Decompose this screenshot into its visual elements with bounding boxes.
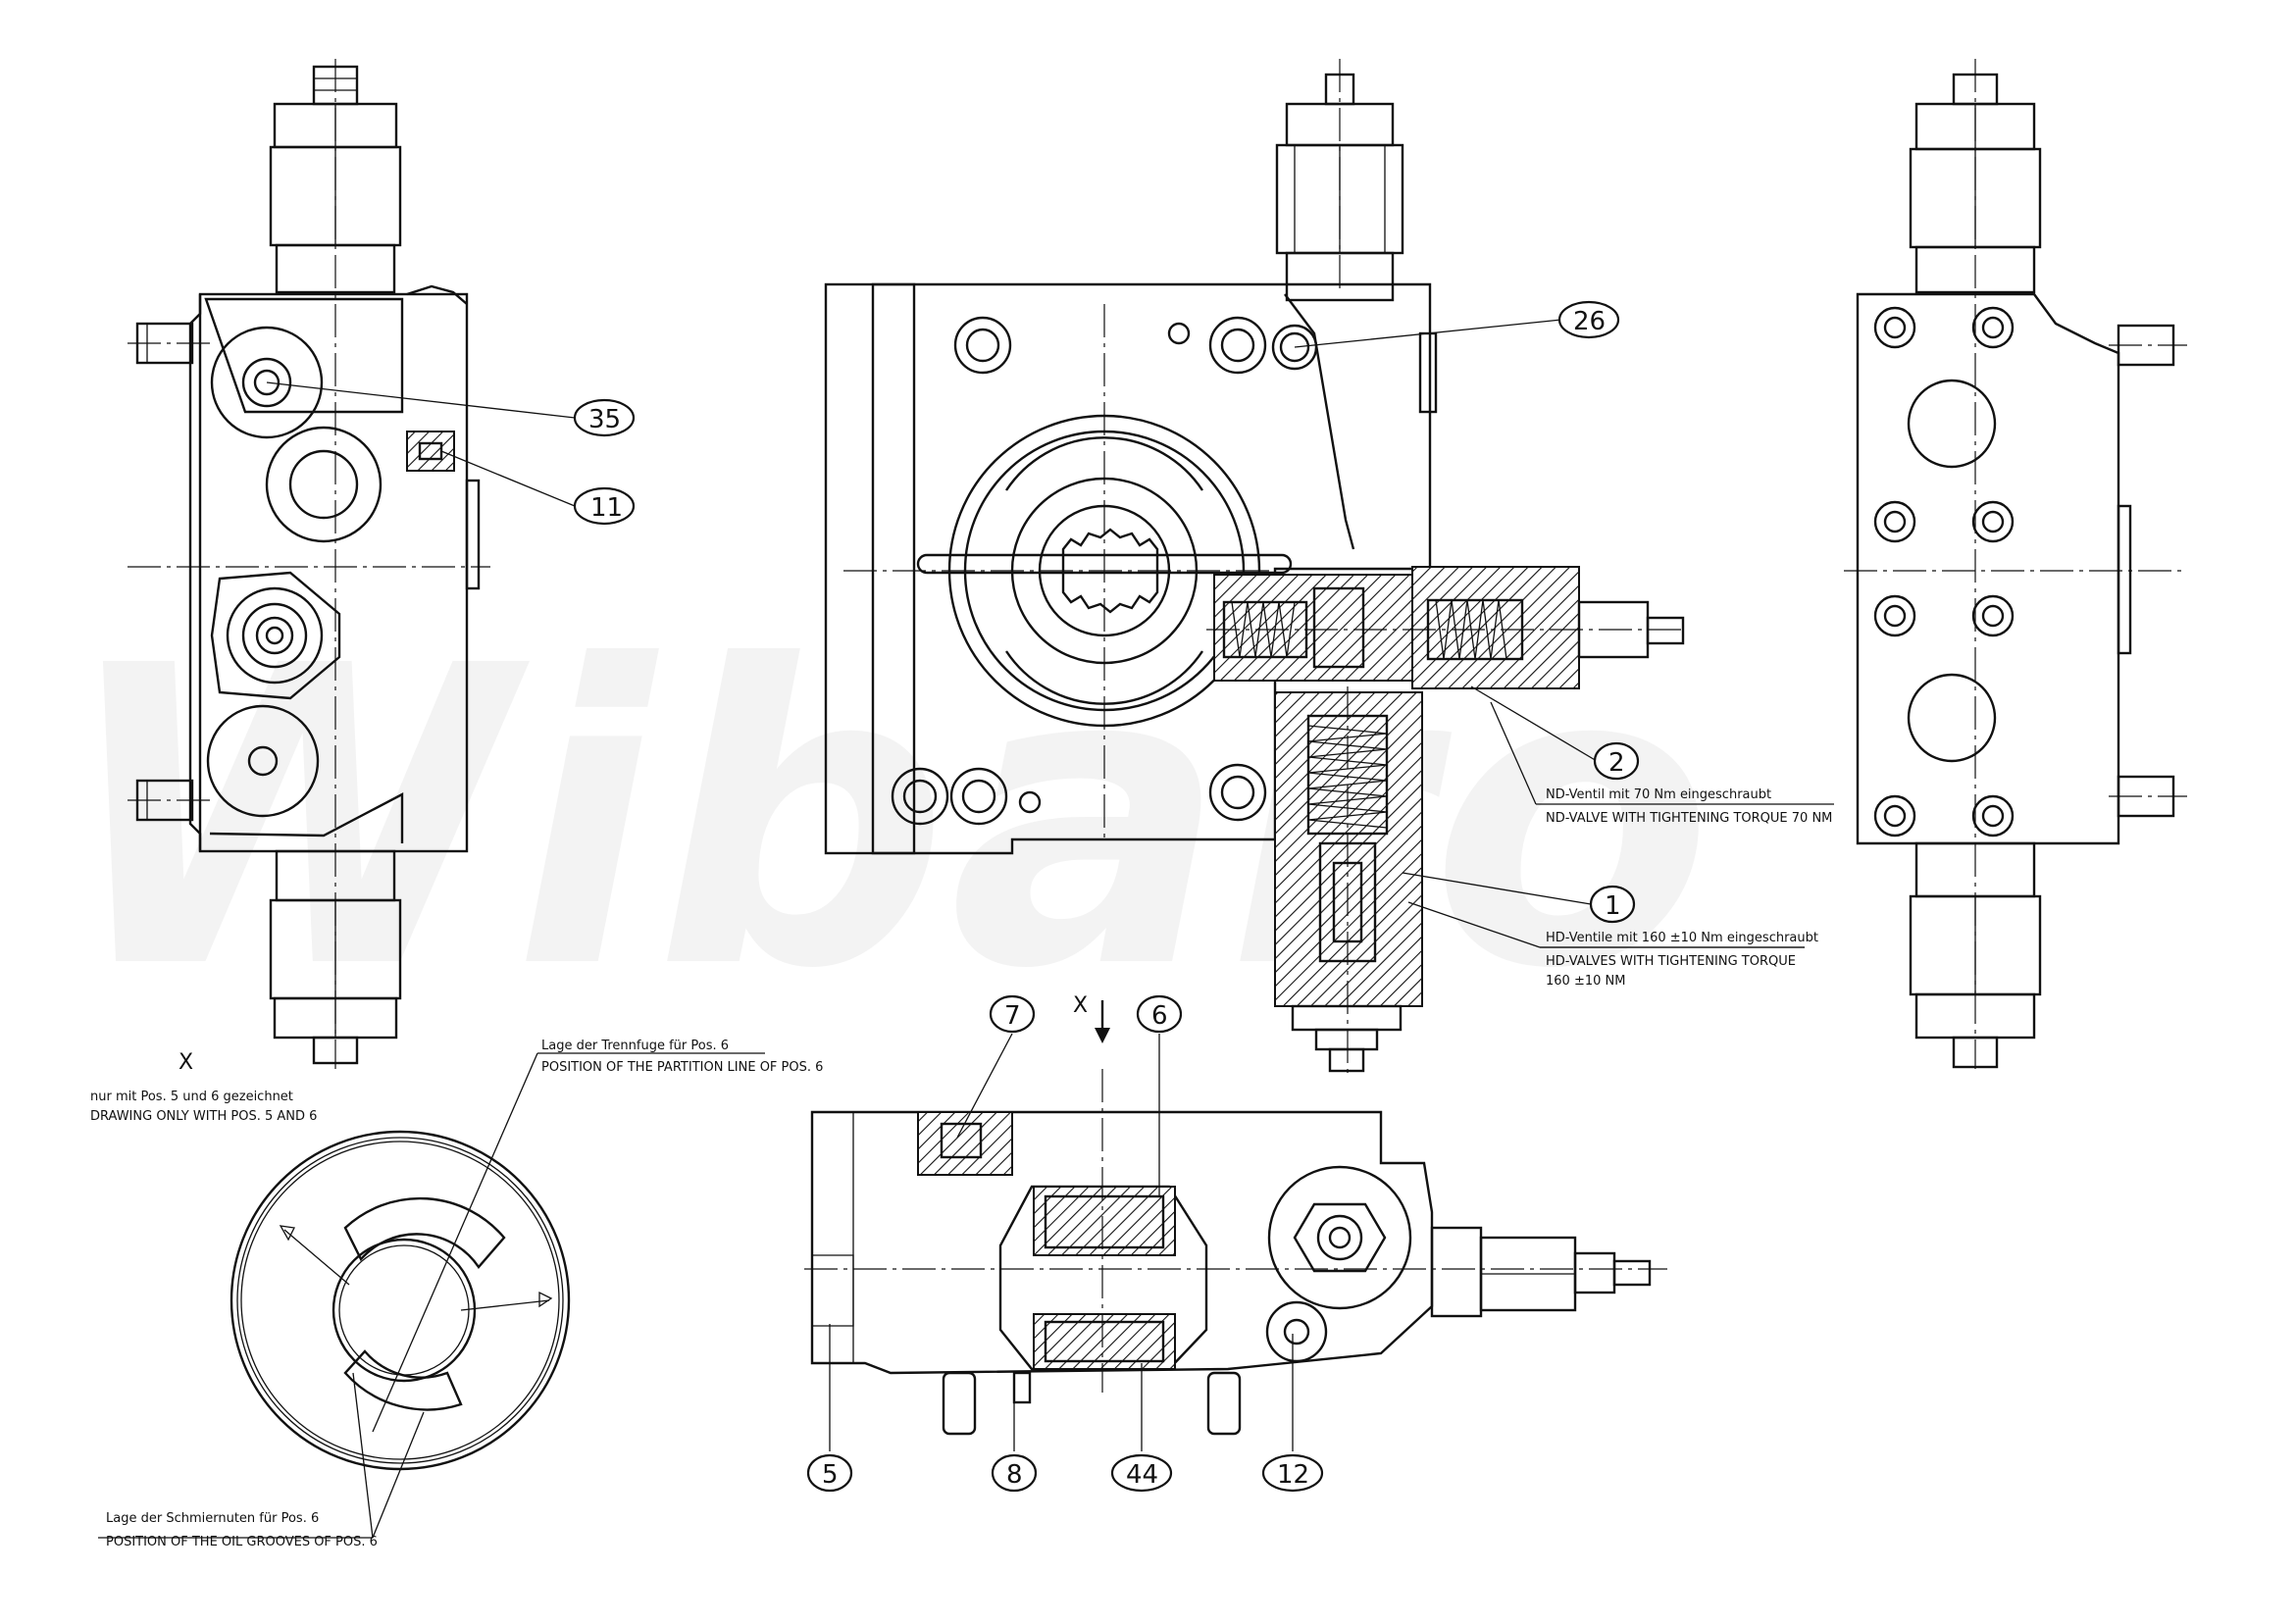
detail-view-x: X nur mit Pos. 5 und 6 gezeichnet DRAWIN… [90, 1039, 823, 1549]
view-x-label: X [179, 1050, 193, 1075]
grooves-note-de: Lage der Schmiernuten für Pos. 6 [106, 1511, 319, 1526]
balloon-5: 5 [806, 1453, 853, 1493]
balloon-7: 7 [989, 994, 1036, 1034]
bottom-view: X [804, 993, 1667, 1436]
svg-text:7: 7 [1004, 1001, 1021, 1031]
balloon-35: 35 [573, 398, 636, 437]
nd-note-en: ND-VALVE WITH TIGHTENING TORQUE 70 NM [1546, 811, 1832, 826]
x-note-en: DRAWING ONLY WITH POS. 5 AND 6 [90, 1109, 317, 1124]
partition-note-de: Lage der Trennfuge für Pos. 6 [541, 1039, 729, 1053]
left-side-view [128, 59, 490, 1069]
balloon-44: 44 [1110, 1453, 1173, 1493]
leader-lines [266, 319, 1834, 1451]
balloon-1: 1 [1589, 885, 1636, 924]
svg-text:6: 6 [1151, 1001, 1168, 1031]
bolt-holes [891, 316, 1318, 826]
balloon-2: 2 [1593, 741, 1640, 781]
svg-text:35: 35 [588, 405, 621, 434]
svg-text:8: 8 [1006, 1460, 1023, 1490]
nd-note-de: ND-Ventil mit 70 Nm eingeschraubt [1546, 787, 1771, 802]
svg-text:1: 1 [1605, 891, 1621, 921]
x-note-de: nur mit Pos. 5 und 6 gezeichnet [90, 1090, 293, 1104]
svg-text:2: 2 [1608, 748, 1625, 778]
balloon-12: 12 [1261, 1453, 1324, 1493]
grooves-note-en: POSITION OF THE OIL GROOVES OF POS. 6 [106, 1535, 378, 1549]
valve-notes: ND-Ventil mit 70 Nm eingeschraubt ND-VAL… [1540, 787, 1832, 989]
front-view [824, 59, 1687, 1079]
svg-text:44: 44 [1126, 1460, 1158, 1490]
partition-note-en: POSITION OF THE PARTITION LINE OF POS. 6 [541, 1060, 823, 1075]
svg-text:12: 12 [1277, 1460, 1309, 1490]
hd-note-de: HD-Ventile mit 160 ±10 Nm eingeschraubt [1546, 931, 1818, 945]
svg-text:11: 11 [590, 493, 623, 523]
balloon-8: 8 [991, 1453, 1038, 1493]
balloon-11: 11 [573, 486, 636, 526]
hd-note-en2: 160 ±10 NM [1546, 974, 1625, 989]
view-arrow-label: X [1073, 993, 1088, 1018]
balloon-26: 26 [1557, 300, 1620, 339]
svg-text:26: 26 [1573, 307, 1606, 336]
hd-note-en: HD-VALVES WITH TIGHTENING TORQUE [1546, 954, 1796, 969]
balloon-6: 6 [1136, 994, 1183, 1034]
svg-text:5: 5 [822, 1460, 839, 1490]
right-side-view [1844, 59, 2187, 1069]
